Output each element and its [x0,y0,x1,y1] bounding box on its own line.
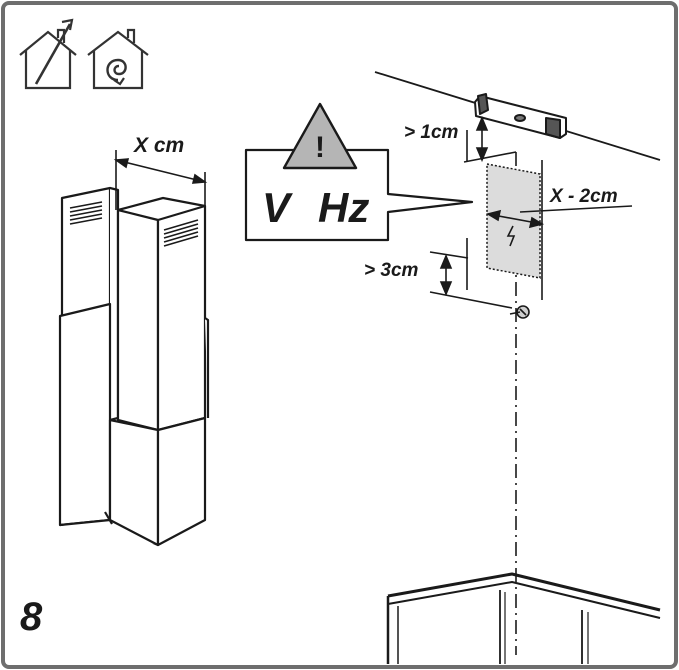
bottom-clearance-label: > 3cm [364,260,419,281]
voltage-label: V [262,184,293,231]
cooker-hood-top [386,572,661,664]
chimney-vent-grille-left [69,201,103,225]
top-clearance-label: > 1cm [404,122,459,143]
wall-screw [509,305,530,319]
warning-triangle-icon [282,102,358,170]
outlet-width-label: X - 2cm [549,186,618,207]
chimney-vent-grille-right [163,219,199,247]
outlet-width-dimension [485,205,633,229]
frequency-label: Hz [318,184,369,231]
electrical-warning-callout: ! V Hz [244,102,474,242]
chimney-assembly [58,186,210,547]
chimney-width-label: X cm [133,134,184,157]
top-clearance-dimension [475,115,489,163]
mounting-bracket [474,93,567,139]
warning-exclamation: ! [315,131,325,164]
house-extraction-icon [19,18,77,90]
electric-outlet-zone [486,163,541,279]
electric-outlet-icon [506,225,516,247]
bottom-clearance-dimension [429,251,513,309]
chimney-width-dimension [113,150,208,210]
step-number: 8 [20,595,43,639]
house-recirculation-icon [87,28,149,90]
